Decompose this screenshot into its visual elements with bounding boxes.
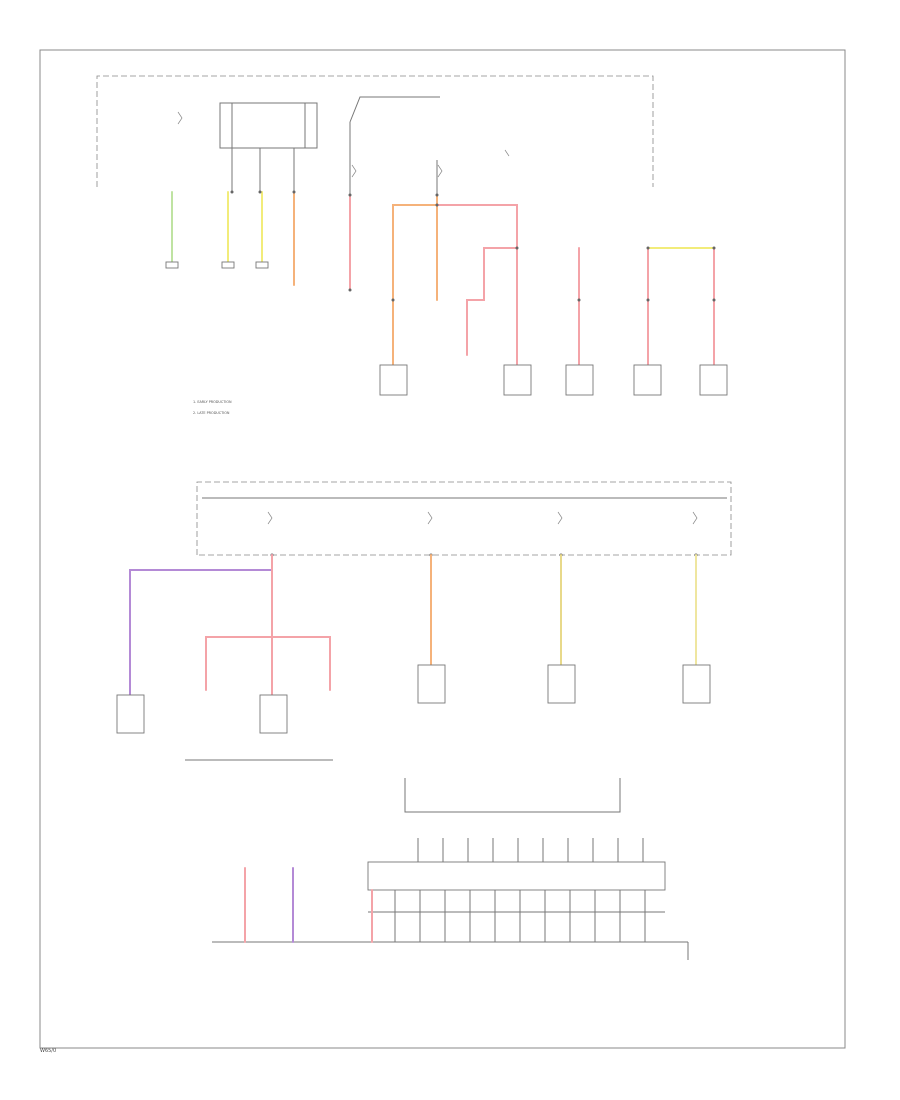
component-box-3 xyxy=(565,364,594,396)
top-components xyxy=(379,364,728,396)
bottom-module xyxy=(212,778,689,960)
top-grounds xyxy=(165,261,269,269)
component-box-4 xyxy=(633,364,662,396)
footer-code: W65/0 xyxy=(40,1048,56,1054)
wire-red-3 xyxy=(466,247,518,356)
component-box-2 xyxy=(503,364,532,396)
component-box-5 xyxy=(699,364,728,396)
component-box-7 xyxy=(259,694,288,734)
component-box-10 xyxy=(682,664,711,704)
component-box-9 xyxy=(547,664,576,704)
wire-orange-2 xyxy=(392,194,438,366)
footer: W65/0 xyxy=(40,1048,56,1054)
bottom-pin-lines xyxy=(394,838,646,942)
wire-red-8 xyxy=(205,636,273,691)
wire-red-9 xyxy=(271,636,331,691)
component-box-6 xyxy=(116,694,145,734)
wire-red-2 xyxy=(436,204,518,366)
legend: 1. EARLY PRODUCTION 2. LATE PRODUCTION xyxy=(193,400,232,415)
middle-fuse-box xyxy=(196,481,732,557)
top-connector-dots xyxy=(230,190,716,302)
module-connector xyxy=(367,861,666,891)
component-box-8 xyxy=(417,664,446,704)
legend-line-1: 1. EARLY PRODUCTION xyxy=(193,400,232,404)
wire-purple-1 xyxy=(129,554,273,696)
diagram-frame xyxy=(39,49,846,1049)
middle-wires xyxy=(129,554,697,696)
component-box-1 xyxy=(379,364,408,396)
bottom-wires xyxy=(244,867,373,943)
legend-line-2: 2. LATE PRODUCTION xyxy=(193,411,230,415)
top-wires xyxy=(171,191,715,366)
middle-components xyxy=(116,664,711,761)
top-fuse-box xyxy=(96,75,654,195)
